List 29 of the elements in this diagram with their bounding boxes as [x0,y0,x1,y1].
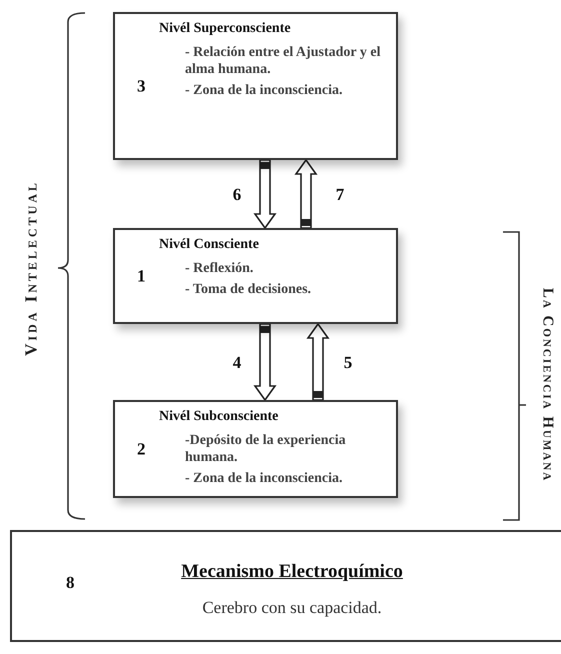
level-number: 8 [66,572,74,594]
bracket-label: La Conciencia Humana [538,288,556,482]
level-description: - Reflexión. [185,260,254,277]
level-box [113,228,398,324]
level-box [113,12,398,160]
level-number: 3 [137,75,146,98]
level-number: 1 [137,265,146,288]
level-description: - Relación entre el Ajustador y el alma humana. [185,44,382,78]
level-description: - Zona de la inconsciencia. [185,82,344,99]
mechanism-description: Cerebro con su capacidad. [202,596,382,619]
level-heading: Nivél Subconsciente [159,408,278,426]
level-heading: Nivél Consciente [159,236,259,254]
mechanism-box [10,530,561,642]
block-arrow [253,159,277,230]
level-description: - Toma de decisiones. [185,281,312,298]
level-description: - Zona de la inconsciencia. [185,470,344,487]
level-number: 2 [137,438,146,460]
block-arrow [253,323,277,402]
block-arrow [294,158,318,229]
level-heading: Nivél Superconsciente [159,20,291,38]
bracket-label: Vida Intelectual [20,180,42,356]
mechanism-heading: Mecanismo Electroquímico [181,560,403,584]
block-arrow [306,322,330,401]
edge-label: 6 [232,185,242,204]
edge-label: 7 [336,185,344,204]
level-description: -Depósito de la experiencia humana. [185,432,347,466]
edge-label: 5 [344,353,352,372]
level-box [113,400,398,498]
edge-label: 4 [232,353,242,372]
